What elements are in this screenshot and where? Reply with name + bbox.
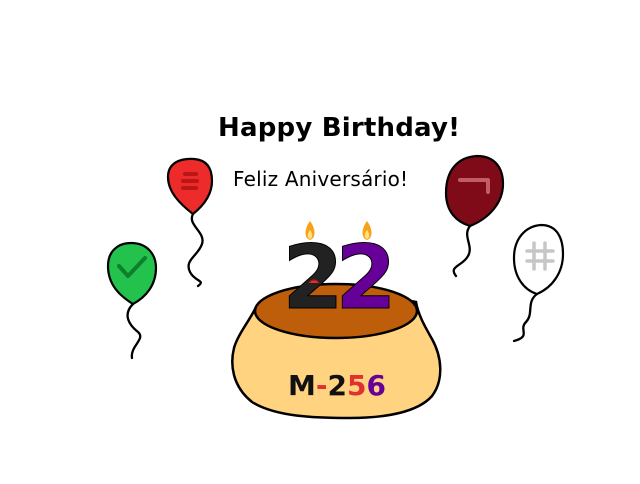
cake-label-part: 2 <box>328 369 347 402</box>
candle-digit-left: 2 <box>282 226 343 329</box>
balloon-string <box>452 224 472 278</box>
cake-label-part: 6 <box>366 369 385 402</box>
balloon-body <box>444 154 505 228</box>
balloon-dark-red <box>444 154 505 278</box>
not-sign-icon <box>458 178 490 194</box>
balloon-red <box>166 157 214 288</box>
checkmark-icon <box>117 256 147 278</box>
candle-wax-drip <box>308 279 320 284</box>
page-subtitle: Feliz Aniversário! <box>233 167 409 191</box>
flame-icon <box>305 221 315 240</box>
balloon-string <box>126 302 142 360</box>
cake: M-256 <box>231 282 442 420</box>
equals-icon <box>181 172 199 190</box>
balloon-string <box>187 212 204 288</box>
balloon-green <box>106 241 158 360</box>
cake-label-part: - <box>316 369 328 402</box>
cake-label-part: 5 <box>347 369 366 402</box>
candle-right: 2 <box>335 221 397 330</box>
candle-left: 2 <box>282 221 344 330</box>
page-title: Happy Birthday! <box>218 113 461 143</box>
cake-label: M-256 <box>288 369 386 402</box>
flame-icon <box>362 221 372 240</box>
balloon-string <box>512 292 539 343</box>
cake-top <box>253 282 419 340</box>
hash-icon <box>525 241 555 271</box>
balloon-white <box>512 223 565 343</box>
cake-label-part: M <box>288 369 316 402</box>
candle-digit-right: 2 <box>335 226 396 329</box>
